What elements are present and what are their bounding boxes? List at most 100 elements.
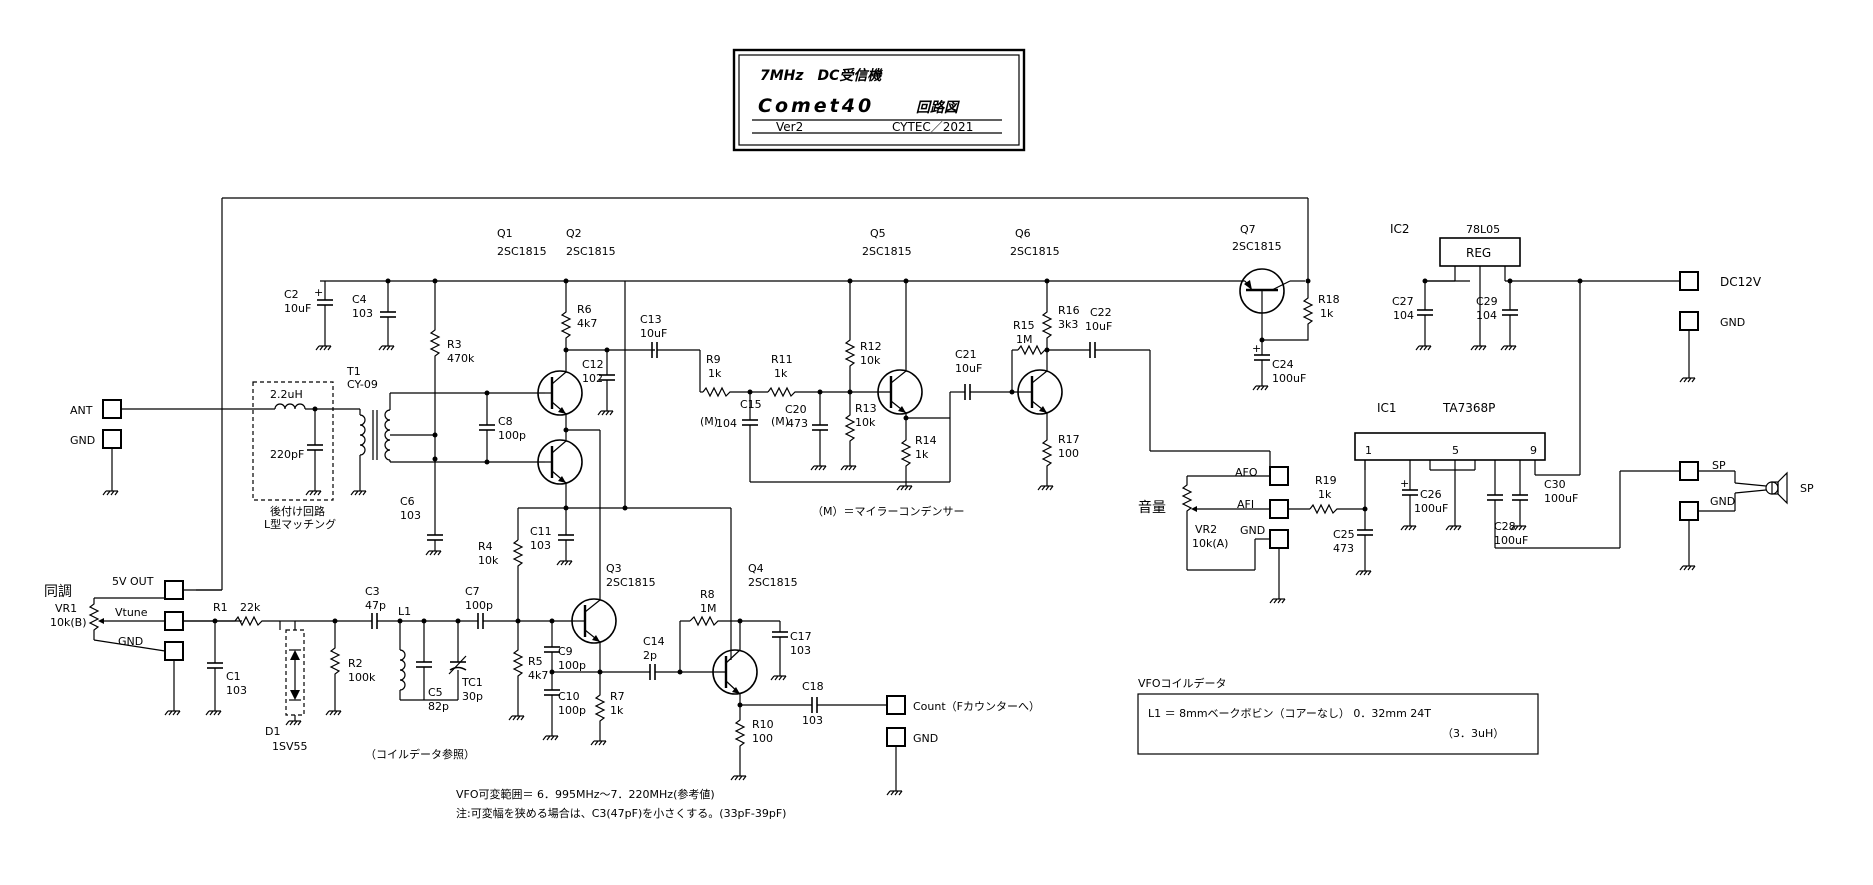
svg-text:R15: R15 xyxy=(1013,319,1035,332)
svg-text:ANT: ANT xyxy=(70,404,93,417)
r9-resistor: R9 1k xyxy=(699,350,750,398)
vr1-potentiometer: 同調 VR1 10k(B) xyxy=(44,584,166,652)
svg-text:10k: 10k xyxy=(860,354,881,367)
svg-text:R2: R2 xyxy=(348,657,363,670)
svg-text:10uF: 10uF xyxy=(1085,320,1112,333)
svg-text:82p: 82p xyxy=(428,700,449,713)
c29-capacitor: C29 104 xyxy=(1476,278,1518,351)
connector-vol-gnd[interactable]: GND xyxy=(1240,524,1289,604)
coil-data-box: VFOコイルデータ L1 ＝ 8mmベークボビン（コアーなし） 0．32mm 2… xyxy=(1137,676,1539,755)
connector-sp[interactable]: SP xyxy=(1679,459,1736,483)
svg-text:C2: C2 xyxy=(284,288,299,301)
svg-text:GND: GND xyxy=(1720,316,1745,329)
d1-varactor: D1 1SV55 xyxy=(265,620,308,753)
svg-text:473: 473 xyxy=(787,417,808,430)
r19-resistor: R19 1k xyxy=(1309,474,1368,515)
svg-text:102: 102 xyxy=(582,372,603,385)
svg-text:103: 103 xyxy=(530,539,551,552)
svg-text:220pF: 220pF xyxy=(270,448,304,461)
c12-capacitor: C12 102 xyxy=(566,347,655,416)
svg-text:R10: R10 xyxy=(752,718,774,731)
title-line2b: 回路図 xyxy=(916,99,960,116)
title-block: 7MHz DC受信機 Comet40 回路図 Ver2 CYTEC／2021 xyxy=(732,48,1026,152)
svg-text:1SV55: 1SV55 xyxy=(272,740,308,753)
connector-pwr-gnd[interactable]: GND xyxy=(1679,311,1745,383)
svg-text:GND: GND xyxy=(70,434,95,447)
svg-text:R1: R1 xyxy=(213,601,228,614)
svg-text:9: 9 xyxy=(1530,444,1537,457)
svg-text:AFI: AFI xyxy=(1237,498,1254,511)
svg-text:L1 ＝ 8mmベークボビン（コアーなし） 0．32mm 2: L1 ＝ 8mmベークボビン（コアーなし） 0．32mm 24T xyxy=(1148,707,1431,720)
connector-sp-gnd[interactable]: GND xyxy=(1679,493,1736,571)
svg-text:C9: C9 xyxy=(558,645,573,658)
svg-text:470k: 470k xyxy=(447,352,475,365)
title-author: CYTEC／2021 xyxy=(892,120,973,134)
connector-afi[interactable]: AFI xyxy=(1237,498,1310,519)
connector-ant-gnd[interactable]: GND xyxy=(70,429,122,496)
svg-text:VR1: VR1 xyxy=(55,602,77,615)
svg-text:C3: C3 xyxy=(365,585,380,598)
svg-text:103: 103 xyxy=(802,714,823,727)
connector-5v-out[interactable]: 5V OUT xyxy=(112,575,222,600)
svg-text:2SC1815: 2SC1815 xyxy=(1010,245,1060,258)
svg-text:R4: R4 xyxy=(478,540,493,553)
c13-capacitor: C13 10uF xyxy=(640,313,700,358)
svg-text:L型マッチング: L型マッチング xyxy=(264,517,336,531)
svg-text:R19: R19 xyxy=(1315,474,1337,487)
q4-transistor: Q4 2SC1815 R8 1M xyxy=(677,562,798,705)
svg-text:100: 100 xyxy=(1058,447,1079,460)
svg-text:SP: SP xyxy=(1712,459,1726,472)
svg-text:C1: C1 xyxy=(226,670,241,683)
connector-ant[interactable]: ANT xyxy=(70,399,275,419)
svg-text:IC1: IC1 xyxy=(1377,401,1397,415)
c21-capacitor: C21 10uF xyxy=(955,348,1012,400)
svg-text:R6: R6 xyxy=(577,303,592,316)
c17-capacitor: C17 103 xyxy=(740,620,812,681)
c26-capacitor: + C26 100uF xyxy=(1400,477,1448,531)
svg-text:TC1: TC1 xyxy=(461,676,483,689)
connector-count-gnd[interactable]: GND xyxy=(886,727,938,796)
svg-text:C7: C7 xyxy=(465,585,480,598)
svg-text:1k: 1k xyxy=(708,367,722,380)
connector-dc12v[interactable]: DC12V xyxy=(1679,271,1762,291)
svg-text:（コイルデータ参照）: （コイルデータ参照） xyxy=(365,747,475,761)
svg-text:L1: L1 xyxy=(398,605,411,618)
r1-resistor: R1 22k xyxy=(183,601,280,627)
connector-tune-gnd[interactable]: GND xyxy=(118,635,184,716)
title-version: Ver2 xyxy=(776,120,803,134)
svg-text:Q5: Q5 xyxy=(870,227,886,240)
svg-text:R8: R8 xyxy=(700,588,715,601)
r7-resistor: R7 1k xyxy=(590,690,625,746)
vfo-range-note: VFO可変範囲＝ 6．995MHz～7．220MHz(参考値) xyxy=(456,787,715,801)
ic1-ta7368p: IC1 TA7368P 1 5 9 xyxy=(1354,278,1583,531)
c1-capacitor: C1 103 xyxy=(205,621,247,716)
svg-text:音量: 音量 xyxy=(1138,499,1166,516)
svg-text:C26: C26 xyxy=(1420,488,1442,501)
svg-text:R9: R9 xyxy=(706,353,721,366)
connector-count[interactable]: Count（Fカウンターへ） xyxy=(886,695,1040,715)
svg-text:+: + xyxy=(1252,342,1261,355)
svg-text:REG: REG xyxy=(1466,246,1491,260)
c28-capacitor: C28 100uF xyxy=(1487,470,1680,549)
svg-text:Q4: Q4 xyxy=(748,562,764,575)
svg-text:100k: 100k xyxy=(348,671,376,684)
c7-capacitor: C7 100p xyxy=(465,585,575,629)
svg-text:103: 103 xyxy=(400,509,421,522)
q6-transistor: Q6 2SC1815 xyxy=(1009,227,1063,435)
r15-resistor: R15 1M xyxy=(1011,319,1050,392)
c15-capacitor: C15 (M) 104 xyxy=(700,389,950,483)
r11-resistor: R11 1k xyxy=(750,353,850,398)
svg-text:10k: 10k xyxy=(478,554,499,567)
svg-text:3k3: 3k3 xyxy=(1058,318,1078,331)
svg-text:C27: C27 xyxy=(1392,295,1414,308)
svg-text:（3．3uH）: （3．3uH） xyxy=(1442,727,1504,740)
svg-text:C29: C29 xyxy=(1476,295,1498,308)
svg-text:C12: C12 xyxy=(582,358,604,371)
svg-text:GND: GND xyxy=(913,732,938,745)
svg-text:R13: R13 xyxy=(855,402,877,415)
c2-capacitor: + C2 10uF xyxy=(284,281,333,351)
c18-capacitor: C18 103 xyxy=(740,680,887,727)
svg-text:GND: GND xyxy=(1240,524,1265,537)
c25-capacitor: C25 473 xyxy=(1333,460,1373,576)
